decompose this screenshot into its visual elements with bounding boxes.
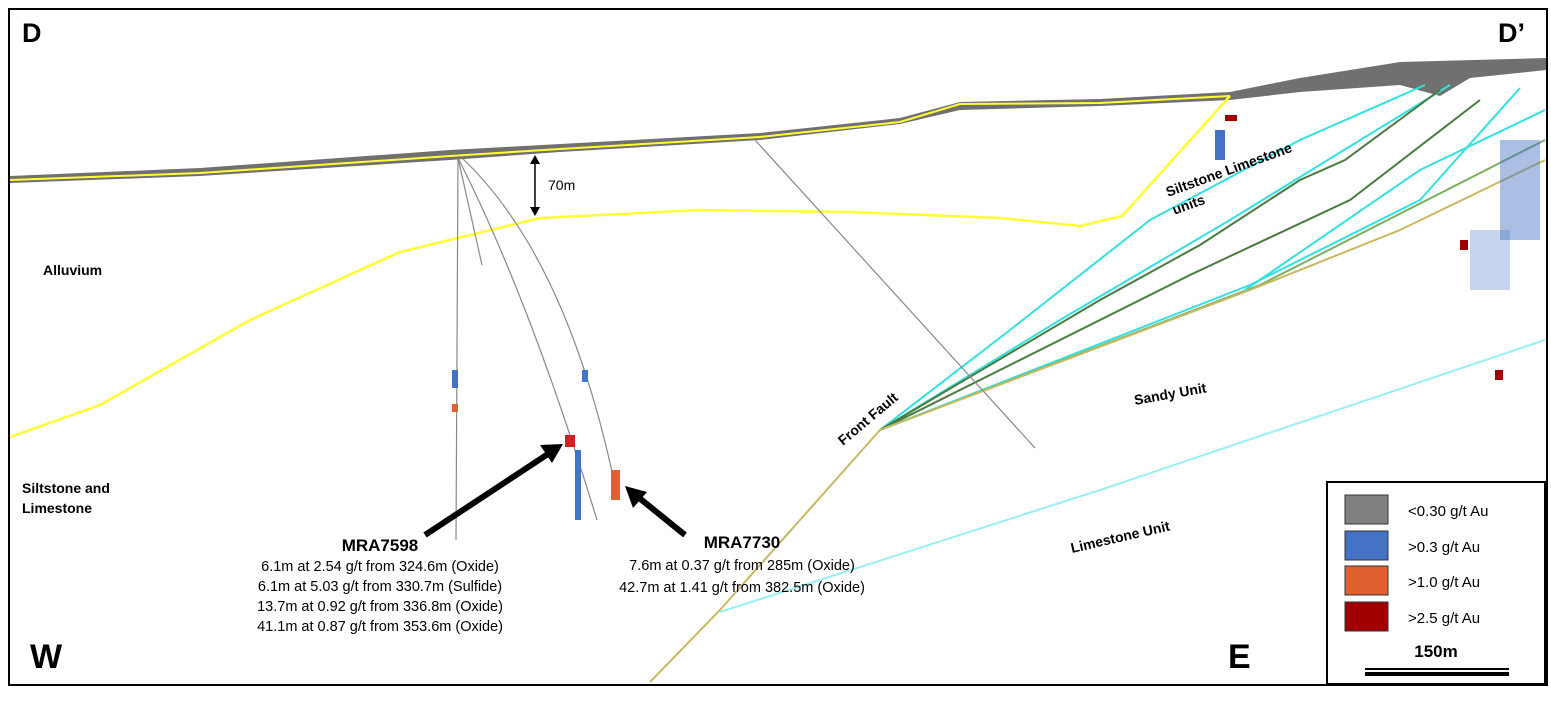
corner-label-d-prime: D’ — [1498, 18, 1525, 48]
scale-bar — [1365, 668, 1509, 670]
surface-line — [9, 95, 1231, 181]
legend: <0.30 g/t Au >0.3 g/t Au >1.0 g/t Au >2.… — [1326, 481, 1546, 685]
intercept: 7.6m at 0.37 g/t from 285m (Oxide) — [629, 558, 855, 574]
legend-swatch — [1344, 601, 1389, 632]
legend-label: >0.3 g/t Au — [1408, 539, 1480, 556]
unit-contacts — [649, 84, 1546, 683]
assay-intervals — [452, 115, 1540, 520]
label-alluvium: Alluvium — [43, 262, 102, 278]
label-siltstone-left-2: Limestone — [22, 500, 92, 516]
drill-holes — [455, 139, 1036, 541]
legend-swatch — [1344, 565, 1389, 596]
intercept: 6.1m at 5.03 g/t from 330.7m (Sulfide) — [258, 579, 502, 595]
legend-label: >1.0 g/t Au — [1408, 574, 1480, 591]
intercept: 13.7m at 0.92 g/t from 336.8m (Oxide) — [257, 599, 503, 615]
label-siltstone-left-1: Siltstone and — [22, 480, 110, 496]
intercept: 42.7m at 1.41 g/t from 382.5m (Oxide) — [619, 580, 865, 596]
depth-label: 70m — [548, 177, 575, 193]
hole-name-mra7598: MRA7598 — [342, 536, 419, 555]
frame — [8, 8, 1548, 686]
legend-label: >2.5 g/t Au — [1408, 610, 1480, 627]
legend-label: <0.30 g/t Au — [1408, 503, 1489, 520]
legend-swatch — [1344, 494, 1389, 525]
topography-band — [10, 58, 1546, 183]
corner-label-d: D — [22, 18, 42, 48]
corner-label-e: E — [1228, 638, 1251, 676]
hole-name-mra7730: MRA7730 — [704, 533, 781, 552]
legend-swatch — [1344, 530, 1389, 561]
depth-marker — [530, 155, 540, 216]
arrow-mra7730 — [625, 486, 687, 538]
arrow-mra7598 — [423, 444, 563, 538]
scale-label: 150m — [1414, 642, 1457, 661]
alluvium-base-line — [9, 95, 1231, 439]
intercept: 6.1m at 2.54 g/t from 324.6m (Oxide) — [261, 559, 499, 575]
intercept: 41.1m at 0.87 g/t from 353.6m (Oxide) — [257, 619, 503, 635]
corner-label-w: W — [30, 638, 63, 676]
